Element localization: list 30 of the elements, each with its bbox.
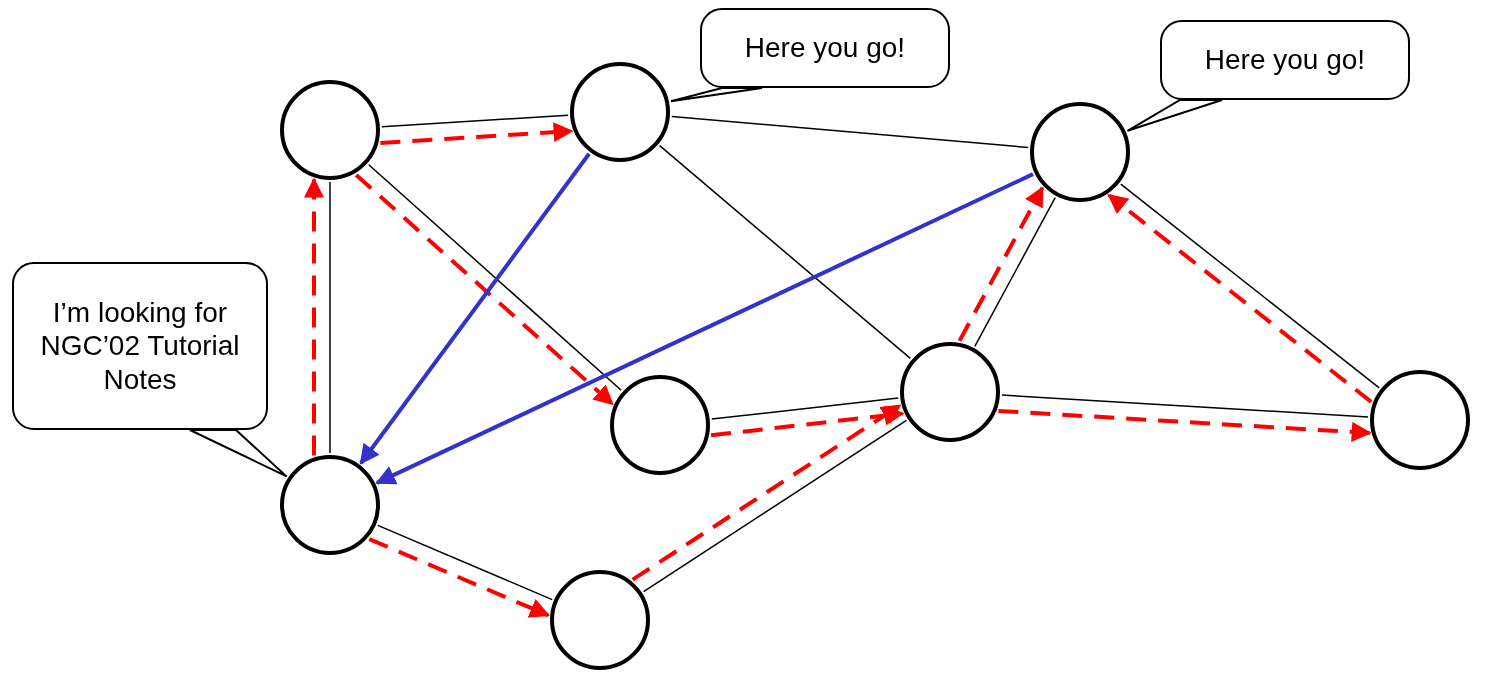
link-line bbox=[381, 114, 569, 128]
bubble-text: Here you go! bbox=[1204, 43, 1366, 77]
link-line bbox=[658, 144, 912, 360]
link-line bbox=[710, 397, 900, 420]
dashed-arrow bbox=[998, 408, 1372, 442]
bubble-tail bbox=[669, 87, 763, 103]
dashed-arrow bbox=[304, 177, 324, 456]
arrow bbox=[375, 172, 1034, 485]
link-line bbox=[368, 163, 622, 392]
dashed-arrow bbox=[380, 122, 574, 145]
link-line bbox=[671, 115, 1029, 149]
dashed-arrow bbox=[631, 403, 902, 582]
dashed-arrow bbox=[368, 537, 551, 618]
link-line bbox=[974, 196, 1056, 348]
bubble-text: Here you go! bbox=[744, 31, 906, 65]
peer-node-circle bbox=[280, 455, 380, 555]
arrow bbox=[359, 152, 591, 465]
bubble-text: I’m looking for NGC’02 Tutorial Notes bbox=[39, 295, 241, 397]
bubble-tail bbox=[1126, 99, 1223, 132]
bubble-tail bbox=[189, 429, 288, 478]
speech-bubble bbox=[12, 262, 268, 430]
link-line bbox=[642, 419, 908, 593]
dashed-arrow bbox=[1107, 193, 1373, 404]
link-line bbox=[1001, 394, 1369, 418]
peer-node-circle bbox=[1030, 102, 1130, 202]
link-line bbox=[377, 524, 553, 601]
dashed-arrow bbox=[957, 186, 1045, 342]
dashed-arrow bbox=[354, 173, 614, 406]
link-line bbox=[329, 181, 331, 454]
link-line bbox=[1120, 183, 1380, 389]
